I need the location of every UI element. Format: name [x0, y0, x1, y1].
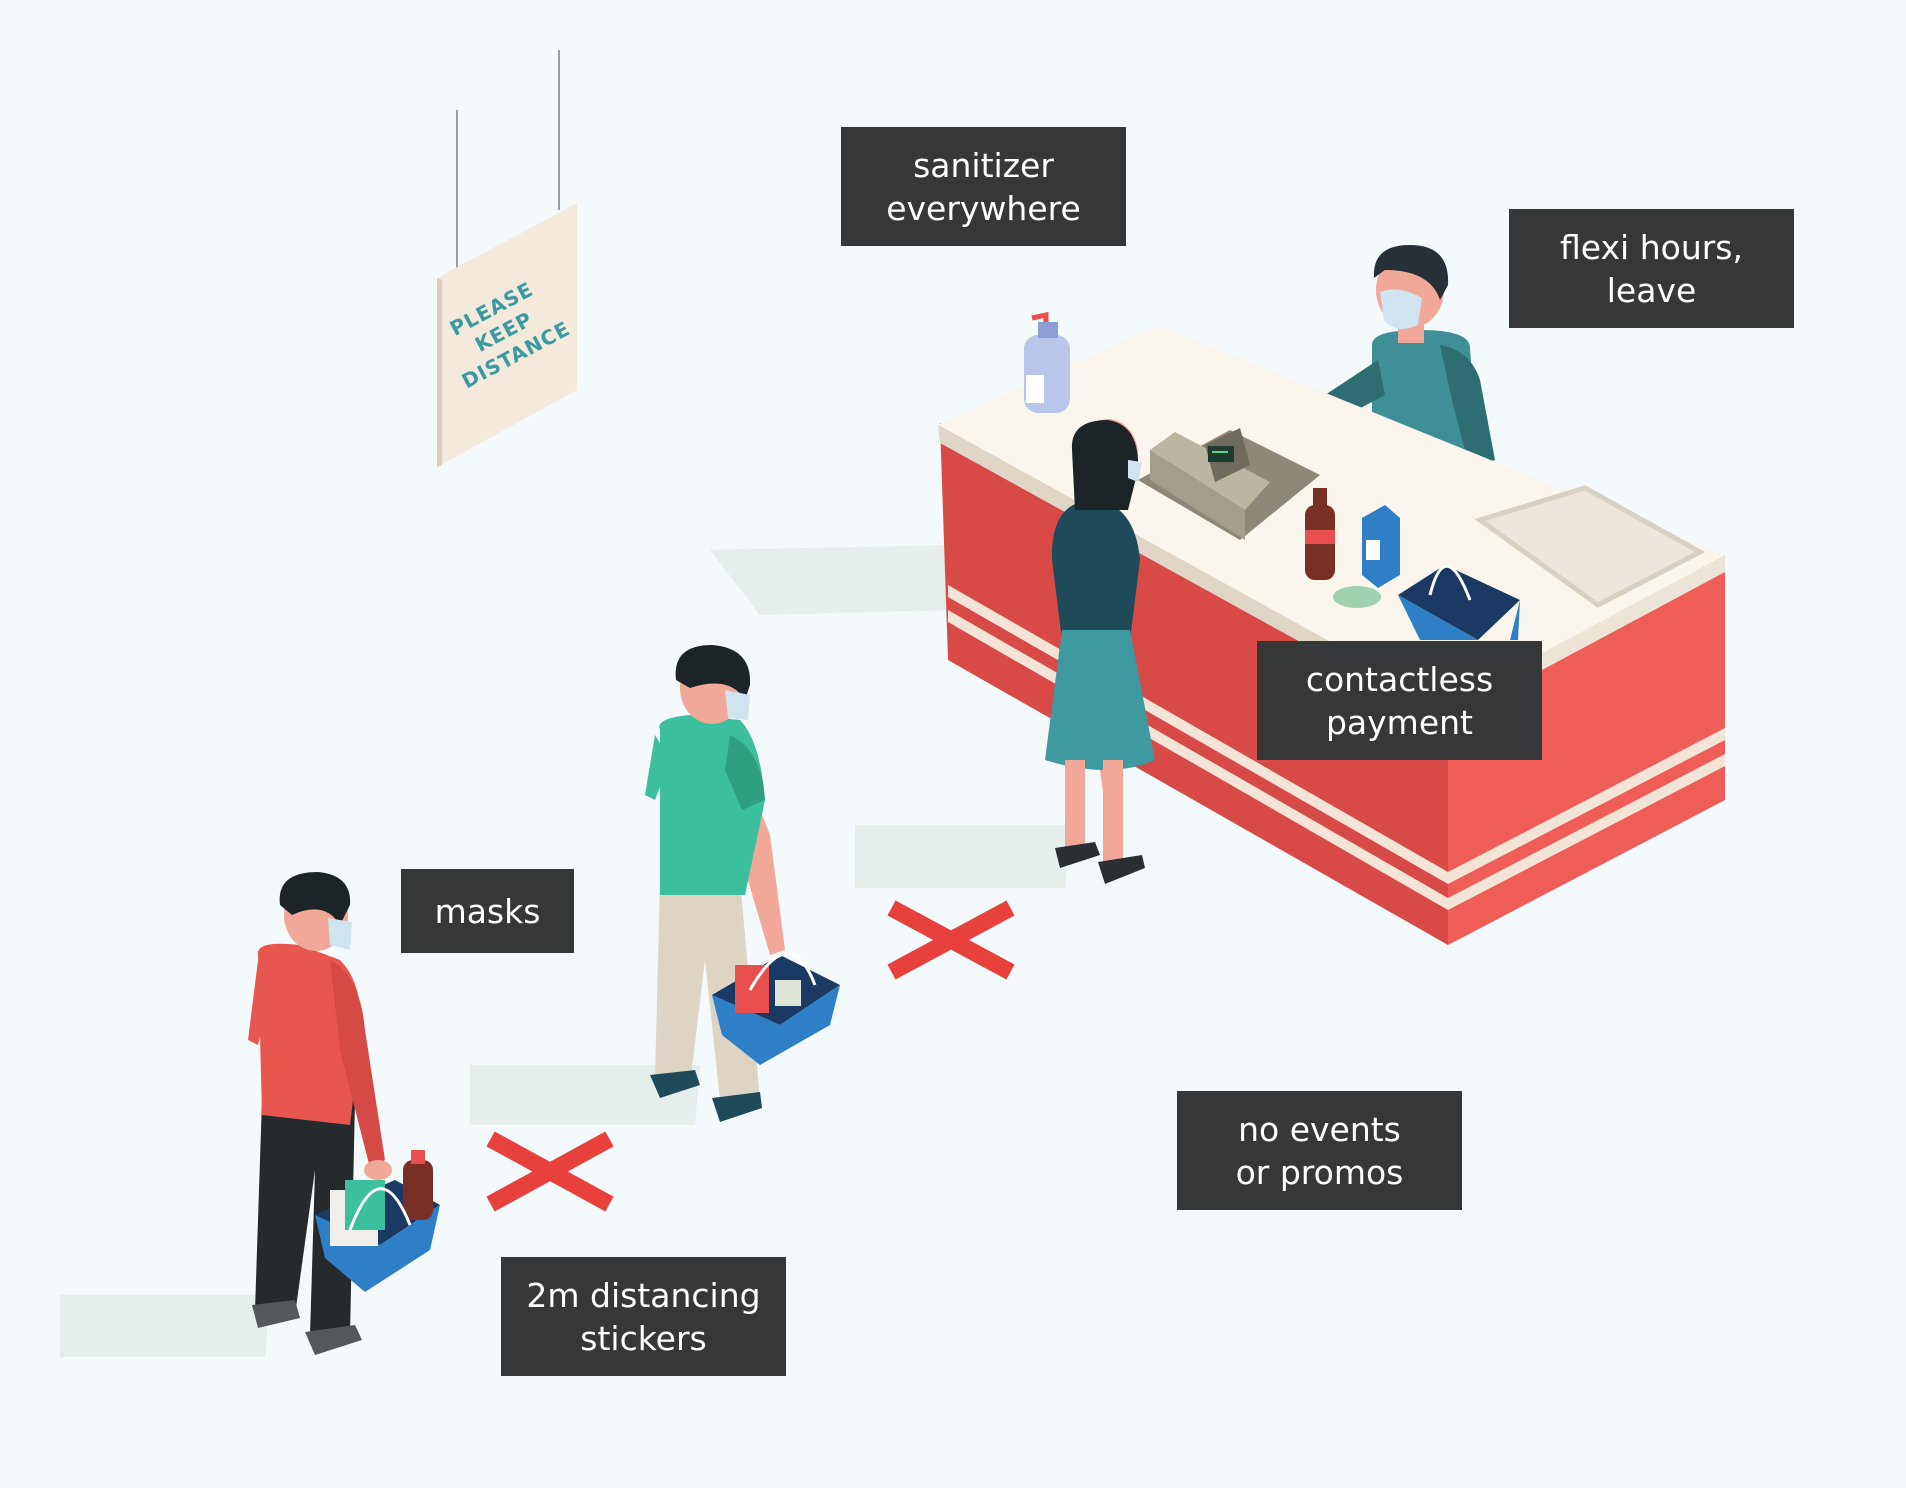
- distancing-stickers: [486, 900, 1015, 1212]
- cola-bottle-neck: [1313, 488, 1327, 508]
- label-contactless-payment: contactless payment: [1257, 641, 1542, 760]
- red-basket-handle: [348, 1187, 412, 1231]
- label-flexi-hours: flexi hours, leave: [1509, 209, 1794, 328]
- customer-man-green: [645, 645, 840, 1122]
- customer-man-red: [248, 872, 440, 1355]
- woman-skirt: [1045, 630, 1155, 770]
- woman-left-leg: [1065, 760, 1085, 855]
- green-man-mask: [725, 690, 750, 720]
- woman-right-leg: [1103, 760, 1123, 865]
- register-body: [1150, 432, 1270, 510]
- red-basket-bottle-cap: [411, 1150, 425, 1164]
- counter-basket: [1398, 564, 1520, 640]
- register-front: [1150, 450, 1245, 540]
- tin-can: [1333, 586, 1381, 608]
- green-basket-body: [712, 985, 840, 1065]
- red-man-sleeve: [330, 960, 385, 1168]
- red-man-trousers: [255, 1100, 355, 1335]
- shadow-counter: [710, 545, 950, 615]
- sanitizer-label: [1026, 375, 1044, 403]
- red-man-mask: [328, 918, 352, 950]
- red-man-hand: [364, 1160, 392, 1180]
- counter-stripe-side-1: [1448, 728, 1725, 884]
- red-man-hair: [279, 872, 351, 925]
- shadow-customer-3: [855, 825, 1070, 888]
- red-basket-body: [315, 1205, 440, 1292]
- sticker-x-1: [486, 1131, 614, 1212]
- counter-basket-handle: [1428, 564, 1472, 601]
- counter-items: [1305, 488, 1400, 608]
- label-sanitizer-everywhere: sanitizer everywhere: [841, 127, 1126, 246]
- green-basket-box: [775, 980, 801, 1006]
- sanitizer-bottle: [1024, 311, 1070, 413]
- counter-basket-body: [1398, 595, 1520, 640]
- woman-mask: [1128, 460, 1142, 482]
- sanitizer-pump: [1031, 311, 1049, 322]
- sign-board: [437, 203, 577, 467]
- milk-carton: [1362, 505, 1400, 588]
- customer-woman: [1045, 419, 1155, 884]
- cash-register: [1138, 428, 1320, 540]
- woman-right-shoe: [1098, 855, 1145, 884]
- red-man-left-sleeve: [248, 960, 272, 1045]
- red-basket-bottle: [403, 1160, 433, 1220]
- label-no-events: no events or promos: [1177, 1091, 1462, 1210]
- shadow-customer-1: [60, 1295, 270, 1357]
- red-man-left-shoe: [252, 1300, 300, 1328]
- green-man-left-sleeve: [645, 735, 670, 800]
- floor-shadows: [60, 545, 1070, 1357]
- register-display: [1208, 446, 1234, 462]
- counter-stripe-side-2: [1448, 754, 1725, 910]
- keep-distance-sign: PLEASE KEEP DISTANCE: [437, 50, 577, 467]
- sanitizer-neck: [1038, 322, 1058, 338]
- woman-hair: [1071, 420, 1139, 510]
- green-man-trousers: [655, 880, 760, 1100]
- red-man-right-shoe: [305, 1325, 362, 1355]
- label-distancing-stickers: 2m distancing stickers: [501, 1257, 786, 1376]
- green-man-right-shoe: [712, 1092, 762, 1122]
- woman-top: [1051, 500, 1140, 640]
- cashier-mask: [1380, 289, 1422, 329]
- label-masks: masks: [401, 869, 574, 953]
- shadow-customer-2: [470, 1065, 700, 1125]
- cashier-hair: [1373, 245, 1449, 300]
- green-basket-handle: [748, 952, 817, 991]
- bagging-tray: [1474, 485, 1706, 608]
- sign-edge: [437, 278, 442, 467]
- counter-side-face: [1448, 565, 1725, 945]
- sticker-x-2: [887, 900, 1015, 980]
- cashier-right-arm: [1440, 345, 1495, 470]
- green-man-left-shoe: [650, 1070, 700, 1098]
- milk-label: [1366, 540, 1380, 560]
- cola-label: [1305, 530, 1335, 544]
- green-man-hair: [675, 645, 751, 700]
- counter-basket-top: [1398, 565, 1520, 640]
- woman-left-shoe: [1055, 842, 1100, 868]
- green-man-sleeve: [725, 735, 765, 810]
